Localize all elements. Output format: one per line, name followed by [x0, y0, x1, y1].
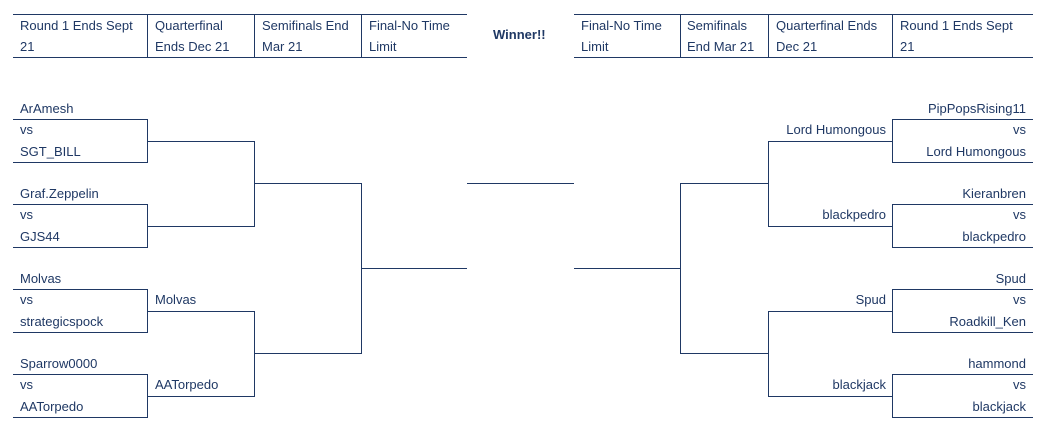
header-round-1: Round 1 Ends Sept 21 — [900, 18, 1013, 54]
bracket-line — [768, 141, 769, 227]
bracket-line — [254, 353, 361, 354]
qf-winner-name: Molvas — [155, 292, 197, 307]
player-name: SGT_BILL — [20, 144, 81, 159]
vs-label: vs — [20, 122, 33, 137]
header-round-1: Round 1 Ends Sept 21 — [20, 18, 133, 54]
qf-winner-name: blackjack — [832, 377, 886, 392]
vs-label: vs — [20, 292, 33, 307]
bracket-line — [147, 311, 254, 312]
bracket-line — [892, 247, 1033, 248]
bracket-line — [892, 119, 1033, 120]
player-name: Kieranbren — [962, 186, 1026, 201]
header-quarterfinal: Quarterfinal Ends Dec 21 — [776, 18, 878, 54]
bracket-line — [147, 396, 254, 397]
bracket-line — [892, 119, 893, 163]
left-header-divider — [254, 14, 255, 57]
bracket-line — [892, 204, 1033, 205]
left-header-divider — [361, 14, 362, 57]
qf-winner-name: Spud — [855, 292, 886, 307]
winner-label: Winner!! — [493, 27, 546, 42]
bracket-line — [892, 289, 893, 333]
right-header-top-border — [574, 14, 1033, 15]
bracket-line — [892, 162, 1033, 163]
bracket-line — [892, 374, 1033, 375]
player-name: Molvas — [20, 271, 62, 286]
bracket-line — [768, 141, 892, 142]
bracket-line — [13, 247, 147, 248]
bracket-line — [574, 268, 680, 269]
header-semifinals: Semifinals End Mar 21 — [687, 18, 755, 54]
bracket-line — [13, 417, 147, 418]
bracket-line — [892, 289, 1033, 290]
bracket-line — [361, 268, 467, 269]
left-header-top-border — [13, 14, 467, 15]
left-header-divider — [147, 14, 148, 57]
player-name: Lord Humongous — [926, 144, 1026, 159]
vs-label: vs — [1013, 122, 1026, 137]
right-header-divider — [892, 14, 893, 57]
bracket-line — [147, 141, 254, 142]
bracket-line — [892, 332, 1033, 333]
bracket-line — [254, 141, 255, 227]
header-quarterfinal: Quarterfinal Ends Dec 21 — [155, 18, 230, 54]
bracket-line — [768, 311, 892, 312]
vs-label: vs — [1013, 377, 1026, 392]
header-final: Final-No Time Limit — [369, 18, 450, 54]
right-header-divider — [768, 14, 769, 57]
vs-label: vs — [1013, 207, 1026, 222]
bracket-line — [768, 226, 892, 227]
player-name: strategicspock — [20, 314, 104, 329]
qf-winner-name: AATorpedo — [155, 377, 219, 392]
bracket-line — [768, 311, 769, 397]
player-name: GJS44 — [20, 229, 60, 244]
right-header-bottom-border — [574, 57, 1033, 58]
qf-winner-name: Lord Humongous — [786, 122, 886, 137]
player-name: Sparrow0000 — [20, 356, 98, 371]
player-name: PipPopsRising11 — [927, 101, 1026, 116]
bracket-line — [147, 226, 254, 227]
bracket-line — [892, 204, 893, 248]
left-header-bottom-border — [13, 57, 467, 58]
player-name: AATorpedo — [20, 399, 84, 414]
bracket-line — [680, 353, 768, 354]
right-header-divider — [680, 14, 681, 57]
player-name: blackpedro — [962, 229, 1026, 244]
header-final: Final-No Time Limit — [581, 18, 662, 54]
bracket-line — [13, 289, 147, 290]
player-name: hammond — [968, 356, 1026, 371]
winner-line — [467, 183, 574, 184]
bracket-line — [680, 183, 681, 354]
bracket-line — [13, 332, 147, 333]
vs-label: vs — [20, 207, 33, 222]
bracket-line — [13, 204, 147, 205]
bracket-line — [768, 396, 892, 397]
player-name: Graf.Zeppelin — [20, 186, 99, 201]
bracket-line — [13, 162, 147, 163]
bracket-line — [13, 119, 147, 120]
player-name: Spud — [995, 271, 1026, 286]
qf-winner-name: blackpedro — [822, 207, 886, 222]
player-name: Roadkill_Ken — [949, 314, 1026, 329]
bracket-line — [680, 183, 768, 184]
player-name: blackjack — [972, 399, 1026, 414]
bracket-line — [13, 374, 147, 375]
vs-label: vs — [1013, 292, 1026, 307]
bracket-line — [892, 374, 893, 418]
vs-label: vs — [20, 377, 33, 392]
header-semifinals: Semifinals End Mar 21 — [262, 18, 349, 54]
bracket-line — [254, 311, 255, 397]
bracket-line — [892, 417, 1033, 418]
player-name: ArAmesh — [20, 101, 74, 116]
bracket-line — [254, 183, 361, 184]
